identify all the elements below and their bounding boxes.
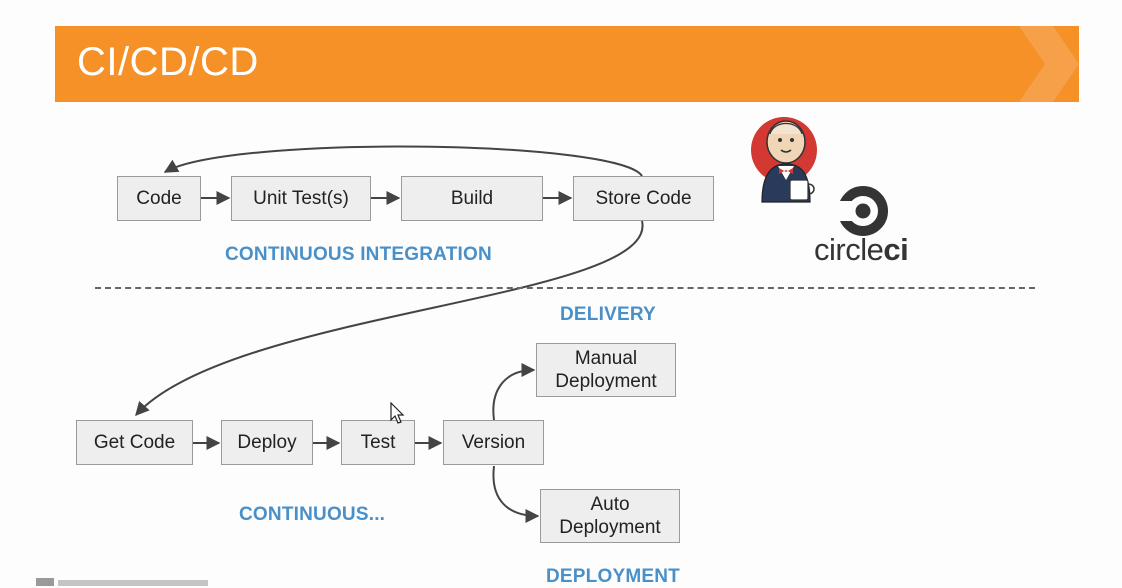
ci-step-unit-tests: Unit Test(s) — [231, 176, 371, 221]
auto-deployment-line2: Deployment — [559, 517, 661, 538]
auto-deployment-box: Auto Deployment — [540, 489, 680, 543]
ci-step-build: Build — [401, 176, 543, 221]
manual-deployment-line2: Deployment — [555, 371, 657, 392]
circleci-wordmark-bold: ci — [883, 232, 909, 267]
manual-deployment-box: Manual Deployment — [536, 343, 676, 397]
mouse-cursor-icon — [390, 402, 405, 424]
ci-step-store-code: Store Code — [573, 176, 714, 221]
delivery-label: DELIVERY — [560, 304, 656, 325]
manual-deployment-line1: Manual — [574, 348, 638, 369]
ci-step-code: Code — [117, 176, 201, 221]
banner-chevron-icon — [1019, 26, 1079, 102]
arrow-version-to-manual — [492, 363, 536, 421]
cd-step-deploy: Deploy — [221, 420, 313, 465]
cd-step-version: Version — [443, 420, 544, 465]
circleci-wordmark: circleci — [814, 232, 909, 268]
arrow-version-to-auto — [492, 465, 540, 523]
watermark-icon — [36, 578, 208, 586]
cd-step-get-code: Get Code — [76, 420, 193, 465]
title-banner: CI/CD/CD — [55, 26, 1079, 102]
cd-section-label: CONTINUOUS... — [239, 504, 386, 525]
circleci-wordmark-light: circle — [814, 232, 884, 267]
section-divider — [95, 287, 1035, 289]
ci-section-label: CONTINUOUS INTEGRATION — [225, 244, 492, 265]
page-title: CI/CD/CD — [77, 40, 259, 84]
cd-step-test: Test — [341, 420, 415, 465]
arrow-store-to-getcode — [135, 220, 644, 417]
jenkins-logo-icon — [751, 117, 817, 203]
deployment-label: DEPLOYMENT — [546, 566, 680, 587]
arrow-loop-back — [163, 145, 643, 177]
circleci-logo-icon — [834, 186, 888, 236]
auto-deployment-line1: Auto — [590, 494, 630, 515]
